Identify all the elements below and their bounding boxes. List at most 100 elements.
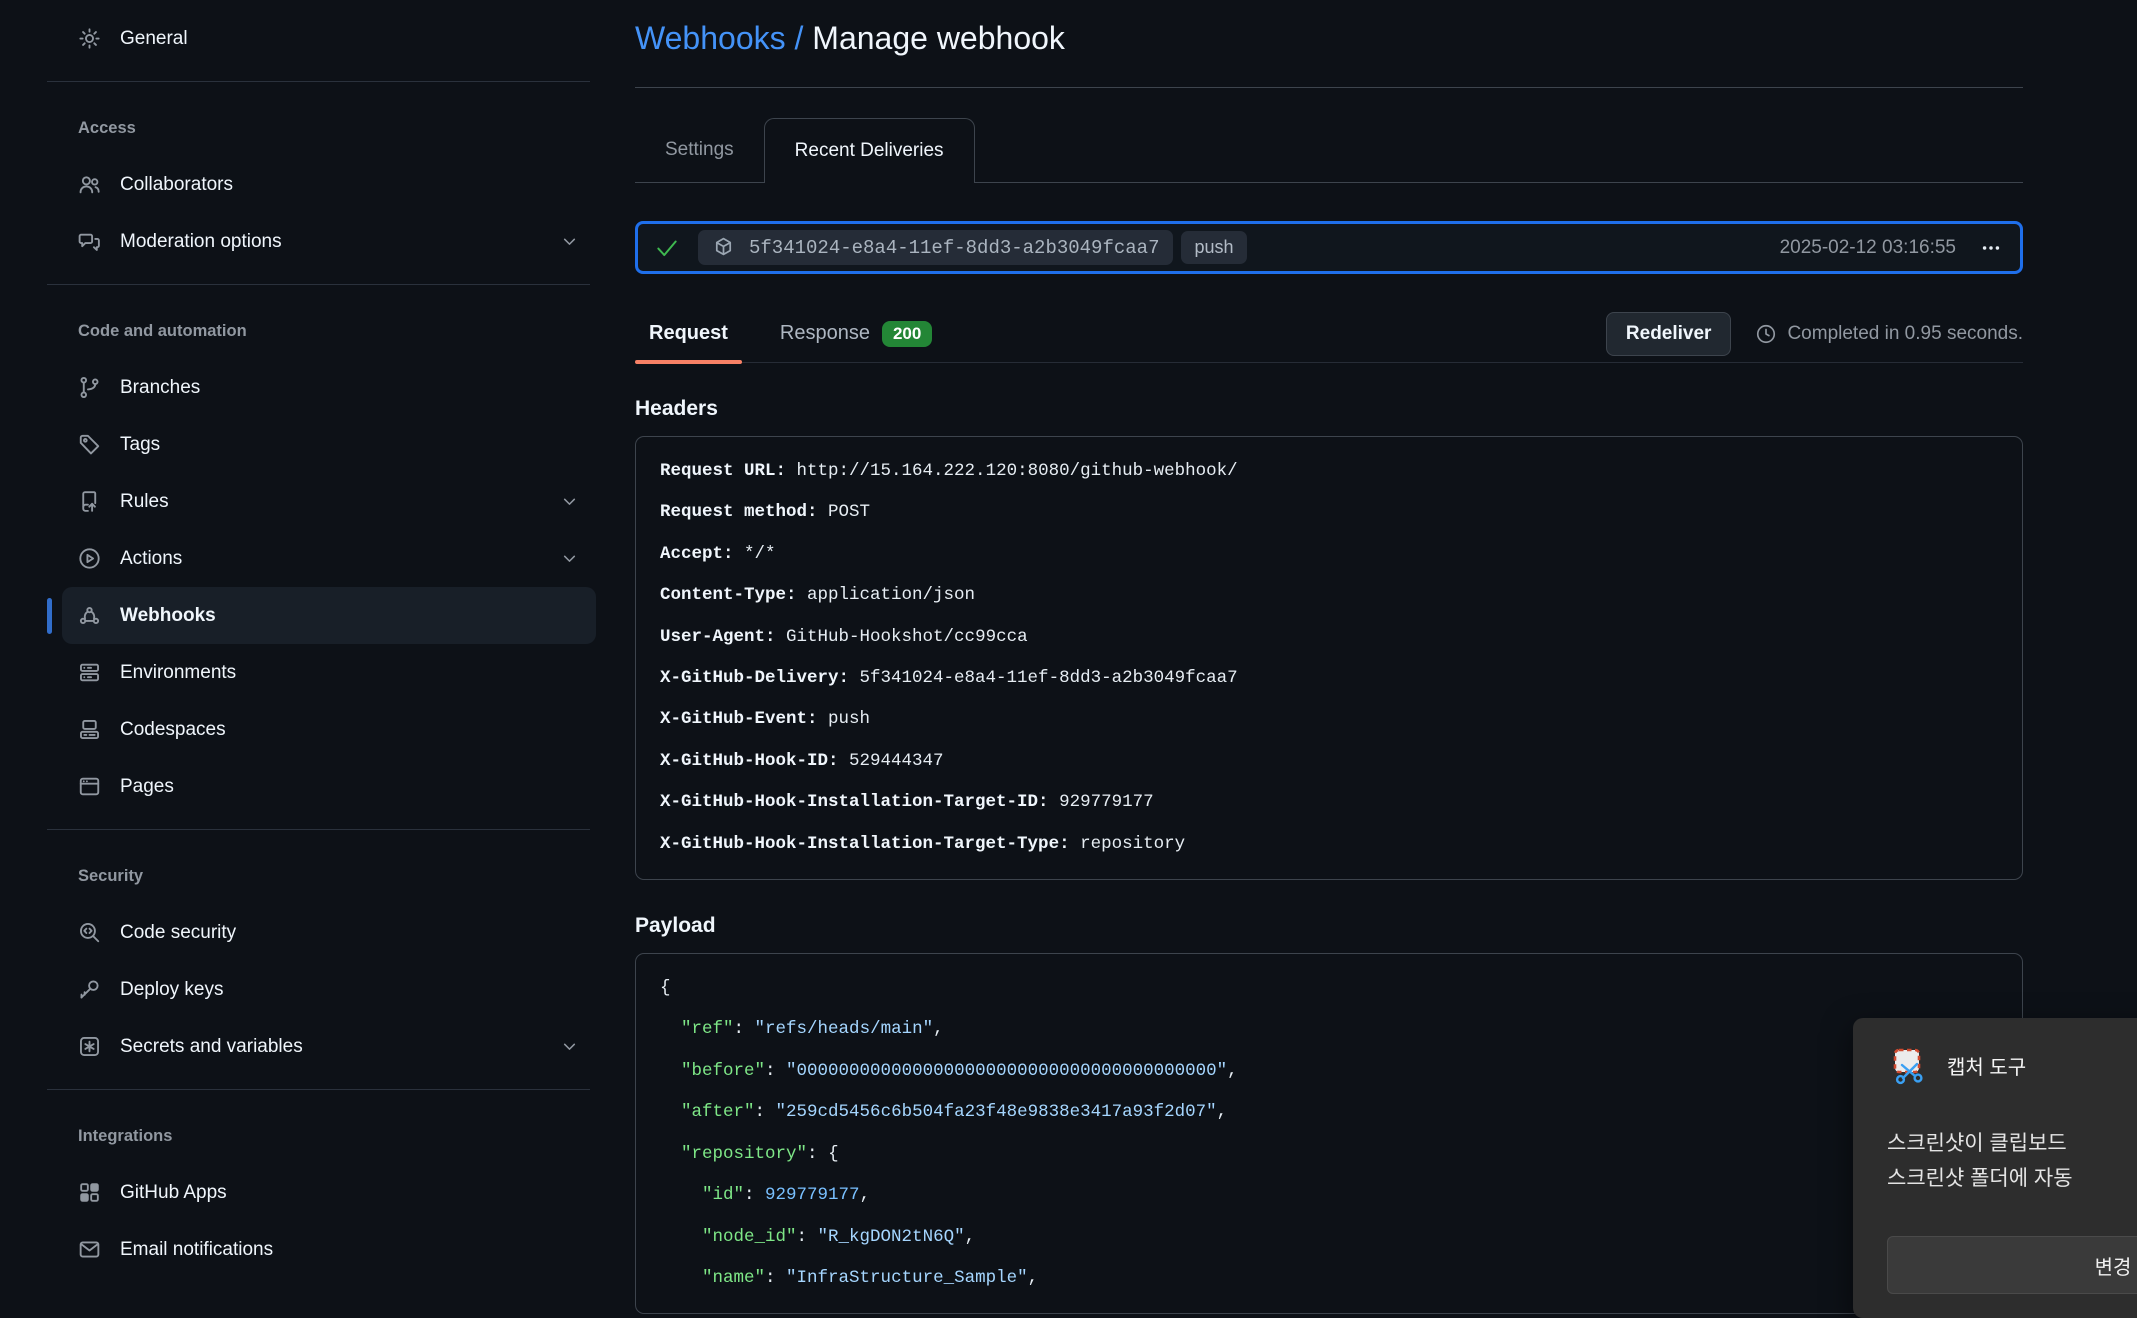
sidebar-item-label: Collaborators <box>120 173 233 195</box>
headers-box: Request URL: http://15.164.222.120:8080/… <box>635 436 2023 881</box>
sidebar-divider <box>47 1089 590 1090</box>
sidebar-item-webhooks[interactable]: Webhooks <box>62 587 596 644</box>
codespaces-icon <box>76 717 102 743</box>
sidebar-item-secrets-and-variables[interactable]: Secrets and variables <box>62 1018 596 1075</box>
sidebar-divider <box>47 829 590 830</box>
breadcrumb-separator: / <box>794 20 804 56</box>
page-title: Webhooks / Manage webhook <box>635 20 2023 57</box>
toast-change-button[interactable]: 변경 <box>1887 1236 2137 1294</box>
sidebar-section-label: Code and automation <box>78 321 247 340</box>
tab-recent-deliveries[interactable]: Recent Deliveries <box>763 118 975 183</box>
payload-heading: Payload <box>635 914 716 938</box>
headers-heading: Headers <box>635 397 718 420</box>
webhooks-breadcrumb-link[interactable]: Webhooks <box>635 20 786 56</box>
delivery-row[interactable]: 5f341024-e8a4-11ef-8dd3-a2b3049fcaa7 pus… <box>635 221 2023 274</box>
apps-icon <box>76 1180 102 1206</box>
header-row: Request method: POST <box>660 502 871 523</box>
sidebar-item-rules[interactable]: Rules <box>62 473 596 530</box>
repo-push-icon <box>76 489 102 515</box>
sidebar-section-label: Security <box>78 866 144 885</box>
delivery-event-badge: push <box>1181 231 1247 264</box>
delivery-guid: 5f341024-e8a4-11ef-8dd3-a2b3049fcaa7 <box>749 236 1160 259</box>
sidebar-item-label: Rules <box>120 490 169 512</box>
sidebar-item-label: Email notifications <box>120 1238 274 1260</box>
sidebar-item-codespaces[interactable]: Codespaces <box>62 701 596 758</box>
snipping-tool-icon <box>1887 1044 1929 1086</box>
sidebar-item-moderation-options[interactable]: Moderation options <box>62 213 596 270</box>
sidebar-item-label: Pages <box>120 775 174 797</box>
git-branch-icon <box>76 375 102 401</box>
main-content: Webhooks / Manage webhook Settings Recen… <box>635 0 2023 1315</box>
sidebar-item-label: Moderation options <box>120 230 282 252</box>
completed-status: Completed in 0.95 seconds. <box>1755 323 2023 345</box>
key-icon <box>76 977 102 1003</box>
sidebar-item-general[interactable]: General <box>62 10 596 67</box>
comment-discussion-icon <box>76 229 102 255</box>
codescan-icon <box>76 920 102 946</box>
sidebar-item-branches[interactable]: Branches <box>62 359 596 416</box>
header-row: X-GitHub-Hook-ID: 529444347 <box>660 750 944 771</box>
toast-app-title: 캡처 도구 <box>1947 1056 2027 1079</box>
payload-line: { <box>660 978 671 999</box>
chevron-down-icon <box>559 491 580 512</box>
sidebar-item-label: Actions <box>120 547 183 569</box>
sidebar-item-label: Branches <box>120 376 201 398</box>
delivery-guid-chip: 5f341024-e8a4-11ef-8dd3-a2b3049fcaa7 <box>698 230 1174 265</box>
delivery-success-check-icon <box>654 235 680 261</box>
payload-box: { "ref": "refs/heads/main", "before": "0… <box>635 953 2023 1315</box>
chevron-down-icon <box>559 1036 580 1057</box>
header-row: User-Agent: GitHub-Hookshot/cc99cca <box>660 626 1028 647</box>
sidebar-section-label: Integrations <box>78 1126 173 1145</box>
payload-line: "name": "InfraStructure_Sample", <box>702 1267 1039 1288</box>
redeliver-button[interactable]: Redeliver <box>1605 311 1732 356</box>
sidebar-item-collaborators[interactable]: Collaborators <box>62 156 596 213</box>
payload-line: "after": "259cd5456c6b504fa23f48e9838e34… <box>681 1102 1228 1123</box>
sidebar-item-label: Webhooks <box>120 604 216 626</box>
payload-line: "before": "00000000000000000000000000000… <box>681 1060 1238 1081</box>
play-icon <box>76 546 102 572</box>
sidebar-item-tags[interactable]: Tags <box>62 416 596 473</box>
header-row: X-GitHub-Hook-Installation-Target-ID: 92… <box>660 792 1154 813</box>
asterisk-box-icon <box>76 1034 102 1060</box>
sidebar-item-environments[interactable]: Environments <box>62 644 596 701</box>
gear-icon <box>76 26 102 52</box>
sidebar-item-actions[interactable]: Actions <box>62 530 596 587</box>
sidebar-item-label: GitHub Apps <box>120 1181 227 1203</box>
header-row: X-GitHub-Hook-Installation-Target-Type: … <box>660 833 1186 854</box>
mail-icon <box>76 1237 102 1263</box>
detail-tab-request[interactable]: Request <box>635 305 742 364</box>
header-row: X-GitHub-Event: push <box>660 709 871 730</box>
payload-line: "id": 929779177, <box>702 1185 871 1206</box>
clock-icon <box>1755 323 1777 345</box>
sidebar-item-email-notifications[interactable]: Email notifications <box>62 1221 596 1278</box>
sidebar-item-label: Secrets and variables <box>120 1035 303 1057</box>
sidebar-section-label: Access <box>78 118 136 137</box>
sidebar-item-label: Environments <box>120 661 237 683</box>
sidebar-item-label: Deploy keys <box>120 978 224 1000</box>
toast-message: 스크린샷이 클립보드 스크린샷 폴더에 자동 <box>1887 1132 2073 1190</box>
browser-icon <box>76 774 102 800</box>
payload-line: "repository": { <box>681 1143 839 1164</box>
completed-text: Completed in 0.95 seconds. <box>1787 322 2023 344</box>
sidebar-item-pages[interactable]: Pages <box>62 758 596 815</box>
people-icon <box>76 172 102 198</box>
package-icon <box>712 236 735 259</box>
webhook-icon <box>76 603 102 629</box>
webhook-tabnav: Settings Recent Deliveries <box>635 118 2023 183</box>
delivery-kebab-menu-icon[interactable] <box>1974 233 2008 263</box>
sidebar-divider <box>47 284 590 285</box>
sidebar-divider <box>47 81 590 82</box>
tab-settings[interactable]: Settings <box>665 139 734 160</box>
chevron-down-icon <box>559 231 580 252</box>
title-divider <box>635 87 2023 88</box>
tag-icon <box>76 432 102 458</box>
sidebar-item-code-security[interactable]: Code security <box>62 904 596 961</box>
chevron-down-icon <box>559 548 580 569</box>
payload-line: "node_id": "R_kgDON2tN6Q", <box>702 1226 976 1247</box>
sidebar-item-deploy-keys[interactable]: Deploy keys <box>62 961 596 1018</box>
sidebar-item-github-apps[interactable]: GitHub Apps <box>62 1164 596 1221</box>
sidebar-item-label: Code security <box>120 921 237 943</box>
response-status-badge: 200 <box>881 320 933 347</box>
